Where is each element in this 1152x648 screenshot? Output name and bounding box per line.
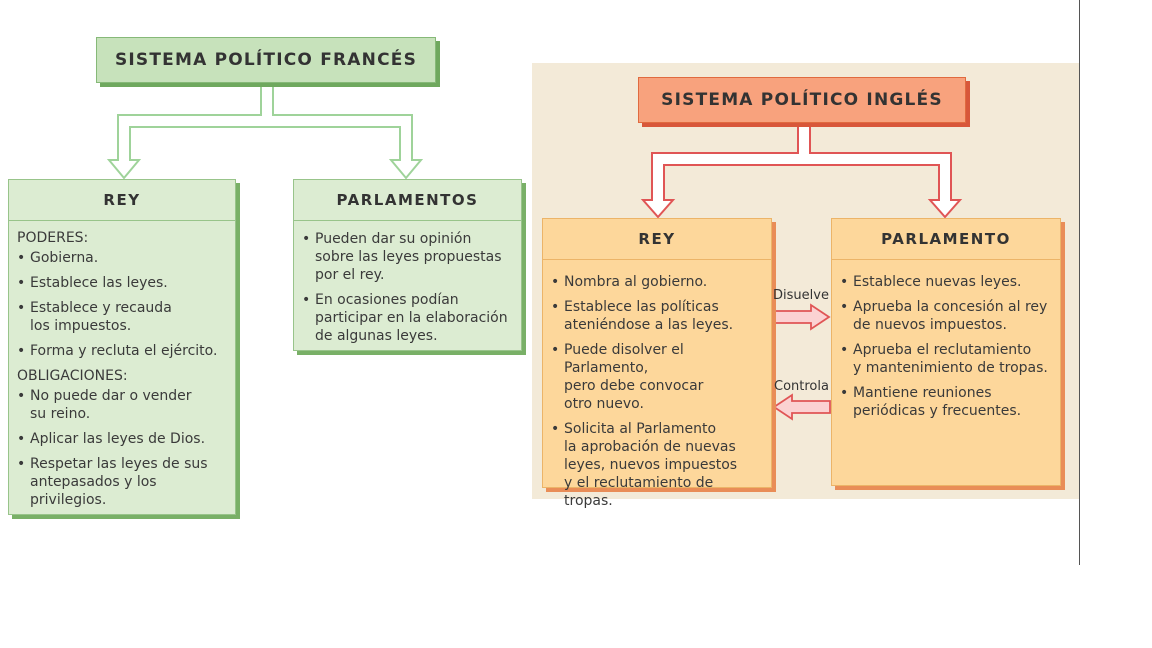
french-system-title-text: SISTEMA POLÍTICO FRANCÉS: [114, 50, 418, 70]
list-item: Puede disolver el Parlamento, pero debe …: [551, 341, 763, 413]
list-item: Solicita al Parlamento la aprobación de …: [551, 420, 763, 510]
english-parlamento-panel: PARLAMENTO Establece nuevas leyes. Aprue…: [831, 218, 1061, 486]
english-system-title-text: SISTEMA POLÍTICO INGLÉS: [661, 90, 943, 110]
list-item: Aprueba el reclutamiento y mantenimiento…: [840, 341, 1052, 377]
english-rey-panel: REY Nombra al gobierno. Establece las po…: [542, 218, 772, 509]
list-item: Establece y recauda los impuestos.: [17, 299, 227, 335]
list-item: Mantiene reuniones periódicas y frecuent…: [840, 384, 1052, 420]
poderes-list: Gobierna. Establece las leyes. Establece…: [17, 249, 227, 360]
parlamentos-list: Pueden dar su opinión sobre las leyes pr…: [302, 230, 513, 345]
french-system-title: SISTEMA POLÍTICO FRANCÉS: [96, 37, 436, 83]
list-item: No puede dar o vender su reino.: [17, 387, 227, 423]
disuelve-arrow: [772, 303, 831, 331]
disuelve-label: Disuelve: [773, 288, 829, 303]
controla-label: Controla: [774, 379, 829, 394]
list-item: Gobierna.: [17, 249, 227, 267]
french-rey-header: REY: [9, 180, 235, 221]
french-parlamentos-body: Pueden dar su opinión sobre las leyes pr…: [294, 221, 521, 345]
english-rey-body: Nombra al gobierno. Establece las políti…: [543, 260, 771, 510]
french-rey-panel: REY PODERES: Gobierna. Establece las ley…: [8, 179, 236, 515]
english-parlamento-body: Establece nuevas leyes. Aprueba la conce…: [832, 260, 1060, 420]
english-tree-arrow: [640, 123, 963, 219]
list-item: Establece las leyes.: [17, 274, 227, 292]
french-rey-body: PODERES: Gobierna. Establece las leyes. …: [9, 221, 235, 509]
obligaciones-label: OBLIGACIONES:: [17, 368, 128, 384]
english-rey-header: REY: [543, 219, 771, 260]
english-parlamento-list: Establece nuevas leyes. Aprueba la conce…: [840, 273, 1052, 420]
list-item: Forma y recluta el ejército.: [17, 342, 227, 360]
list-item: Aplicar las leyes de Dios.: [17, 430, 227, 448]
list-item: Respetar las leyes de sus antepasados y …: [17, 455, 227, 509]
list-item: Nombra al gobierno.: [551, 273, 763, 291]
list-item: Establece nuevas leyes.: [840, 273, 1052, 291]
english-rey-list: Nombra al gobierno. Establece las políti…: [551, 273, 763, 510]
french-parlamentos-header: PARLAMENTOS: [294, 180, 521, 221]
french-tree-arrow: [106, 83, 424, 180]
poderes-label: PODERES:: [17, 230, 89, 246]
english-system-title: SISTEMA POLÍTICO INGLÉS: [638, 77, 966, 123]
page-divider-line: [1079, 0, 1080, 565]
list-item: En ocasiones podían participar en la ela…: [302, 291, 513, 345]
controla-arrow: [772, 393, 831, 421]
list-item: Pueden dar su opinión sobre las leyes pr…: [302, 230, 513, 284]
obligaciones-list: No puede dar o vender su reino. Aplicar …: [17, 387, 227, 509]
list-item: Establece las políticas ateniéndose a la…: [551, 298, 763, 334]
list-item: Aprueba la concesión al rey de nuevos im…: [840, 298, 1052, 334]
french-parlamentos-panel: PARLAMENTOS Pueden dar su opinión sobre …: [293, 179, 522, 351]
english-parlamento-header: PARLAMENTO: [832, 219, 1060, 260]
